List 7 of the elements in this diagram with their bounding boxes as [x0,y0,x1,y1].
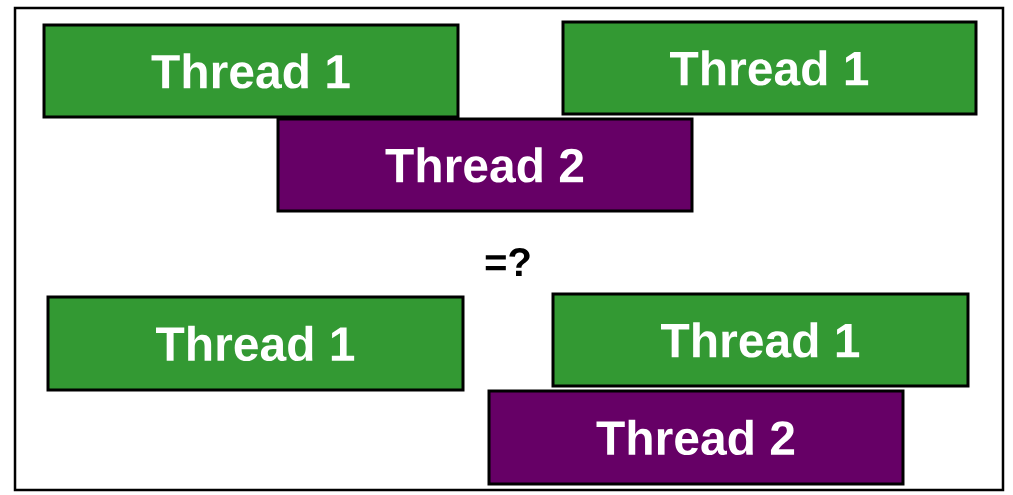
thread-box: Thread 1 [561,20,978,116]
comparison-label: =? [485,248,530,276]
thread-box: Thread 1 [42,23,460,119]
thread-box: Thread 2 [487,389,905,486]
thread-box: Thread 2 [276,117,694,213]
thread-box: Thread 1 [46,295,465,392]
thread-box: Thread 1 [551,292,970,388]
